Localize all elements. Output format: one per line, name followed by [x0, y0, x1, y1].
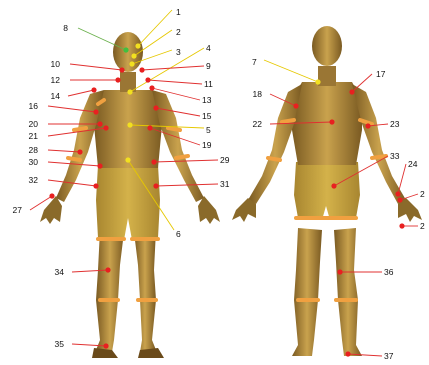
landmark-marker-4 — [127, 89, 132, 94]
landmark-number-30: 30 — [29, 157, 39, 167]
landmark-marker-6 — [125, 157, 130, 162]
landmark-number-6: 6 — [176, 229, 181, 239]
landmark-number-4: 4 — [206, 43, 211, 53]
leader-line-7 — [264, 60, 318, 82]
landmark-number-24: 24 — [408, 159, 418, 169]
landmark-number-26: 2 — [420, 221, 425, 231]
landmark-number-29: 29 — [220, 155, 230, 165]
landmark-number-23: 23 — [390, 119, 400, 129]
landmark-marker-10 — [119, 67, 124, 72]
leader-line-1 — [138, 10, 172, 46]
landmark-marker-21 — [103, 125, 108, 130]
back-body — [232, 26, 422, 356]
landmark-marker-30 — [97, 163, 102, 168]
landmark-number-19: 19 — [202, 140, 212, 150]
landmark-marker-32 — [93, 183, 98, 188]
landmark-marker-26 — [399, 223, 404, 228]
landmark-number-20: 20 — [29, 119, 39, 129]
landmark-number-27: 27 — [13, 205, 23, 215]
landmark-marker-34 — [105, 267, 110, 272]
landmark-number-13: 13 — [202, 95, 212, 105]
landmark-number-33: 33 — [390, 151, 400, 161]
landmark-number-32: 32 — [29, 175, 39, 185]
landmark-marker-31 — [153, 183, 158, 188]
landmark-number-22: 22 — [253, 119, 263, 129]
landmark-marker-22 — [329, 119, 334, 124]
landmark-number-12: 12 — [51, 75, 61, 85]
landmark-marker-3 — [129, 61, 134, 66]
landmark-marker-25 — [397, 197, 402, 202]
landmark-number-36: 36 — [384, 267, 394, 277]
leader-line-10 — [70, 64, 122, 70]
landmark-marker-9 — [139, 67, 144, 72]
landmark-marker-15 — [153, 105, 158, 110]
landmark-marker-16 — [93, 109, 98, 114]
landmark-number-7: 7 — [252, 57, 257, 67]
landmark-marker-5 — [127, 122, 132, 127]
landmark-marker-27 — [49, 193, 54, 198]
landmark-marker-33 — [331, 183, 336, 188]
landmark-marker-17 — [349, 89, 354, 94]
landmark-number-10: 10 — [51, 59, 61, 69]
leader-line-11 — [148, 80, 202, 84]
landmark-marker-20 — [97, 121, 102, 126]
landmark-marker-23 — [365, 123, 370, 128]
landmark-marker-24 — [395, 191, 400, 196]
leader-line-24 — [398, 164, 406, 194]
landmark-marker-35 — [103, 343, 108, 348]
landmark-marker-12 — [115, 77, 120, 82]
landmark-marker-19 — [147, 125, 152, 130]
landmark-number-35: 35 — [55, 339, 65, 349]
landmark-number-15: 15 — [202, 111, 212, 121]
landmark-marker-1 — [135, 43, 140, 48]
landmark-number-5: 5 — [206, 125, 211, 135]
landmark-number-14: 14 — [51, 91, 61, 101]
front-body — [40, 32, 220, 358]
landmark-number-18: 18 — [253, 89, 263, 99]
landmark-number-21: 21 — [29, 131, 39, 141]
landmark-number-28: 28 — [29, 145, 39, 155]
landmark-marker-37 — [345, 351, 350, 356]
landmark-number-31: 31 — [220, 179, 230, 189]
landmark-marker-2 — [131, 53, 136, 58]
landmark-number-25: 2 — [420, 189, 425, 199]
landmark-marker-36 — [337, 269, 342, 274]
landmark-number-17: 17 — [376, 69, 386, 79]
landmark-marker-18 — [293, 103, 298, 108]
landmark-number-34: 34 — [55, 267, 65, 277]
landmark-marker-28 — [77, 149, 82, 154]
landmark-marker-14 — [91, 87, 96, 92]
landmark-marker-8 — [123, 47, 128, 52]
landmark-marker-7 — [315, 79, 320, 84]
landmark-marker-13 — [149, 85, 154, 90]
landmark-number-1: 1 — [176, 7, 181, 17]
landmark-number-3: 3 — [176, 47, 181, 57]
landmark-number-11: 11 — [204, 79, 213, 89]
landmark-marker-29 — [151, 159, 156, 164]
landmark-number-16: 16 — [29, 101, 39, 111]
landmark-number-8: 8 — [63, 23, 68, 33]
landmark-number-9: 9 — [206, 61, 211, 71]
landmark-number-2: 2 — [176, 27, 181, 37]
landmark-marker-11 — [145, 77, 150, 82]
leader-line-17 — [352, 74, 372, 92]
landmark-number-37: 37 — [384, 351, 394, 361]
